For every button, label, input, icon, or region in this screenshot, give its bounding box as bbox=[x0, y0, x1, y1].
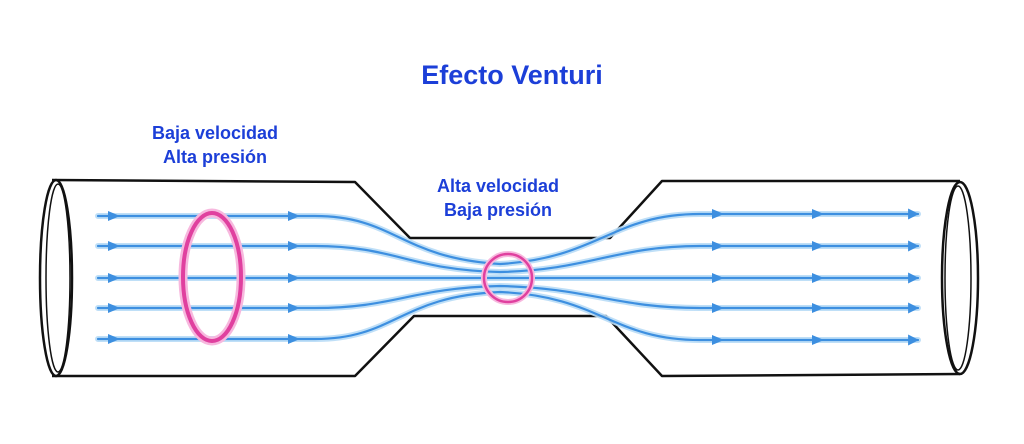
arrow-icon bbox=[108, 303, 120, 313]
pipe-right-opening bbox=[940, 180, 980, 376]
arrow-icon bbox=[288, 303, 300, 313]
arrow-icon bbox=[812, 303, 824, 313]
narrow-section-pressure-label: Baja presión bbox=[443, 200, 553, 220]
arrow-icon bbox=[812, 209, 824, 219]
wide-section-pressure-label: Alta presión bbox=[162, 147, 268, 167]
pipe-left-opening-inner bbox=[45, 183, 71, 373]
wide-section-velocity-label: Baja velocidad bbox=[151, 123, 279, 143]
pipe-left-opening bbox=[38, 178, 74, 378]
arrow-icon bbox=[288, 241, 300, 251]
highlight-markers bbox=[178, 208, 535, 346]
arrow-icon bbox=[712, 335, 724, 345]
pipe-right-opening-inner bbox=[944, 185, 972, 371]
arrow-icon bbox=[712, 273, 724, 283]
arrow-icon bbox=[712, 241, 724, 251]
arrow-icon bbox=[288, 334, 300, 344]
narrow-section-velocity-label: Alta velocidad bbox=[436, 176, 560, 196]
pipe-top-wall bbox=[51, 178, 960, 240]
arrow-icon bbox=[108, 241, 120, 251]
arrow-icon bbox=[108, 273, 120, 283]
streamline-2 bbox=[96, 240, 920, 274]
arrow-icon bbox=[712, 303, 724, 313]
arrow-icon bbox=[108, 334, 120, 344]
flow-streamlines bbox=[95, 208, 921, 346]
pipe-bottom-wall bbox=[52, 314, 961, 378]
wide-section-label: Baja velocidad Alta presión bbox=[115, 121, 315, 169]
arrow-icon bbox=[288, 211, 300, 221]
wide-section-highlight bbox=[181, 211, 243, 343]
streamline-core-layer bbox=[96, 208, 920, 346]
streamline-5 bbox=[96, 290, 920, 346]
streamline-1 bbox=[96, 208, 920, 266]
diagram-title: Efecto Venturi bbox=[312, 60, 712, 91]
arrow-icon bbox=[108, 211, 120, 221]
arrow-icon bbox=[712, 209, 724, 219]
arrow-icon bbox=[288, 273, 300, 283]
venturi-pipe bbox=[38, 178, 980, 378]
flow-direction-arrows bbox=[108, 209, 824, 345]
narrow-section-highlight bbox=[482, 252, 534, 304]
diagram-title-text: Efecto Venturi bbox=[421, 60, 603, 90]
arrow-icon bbox=[812, 241, 824, 251]
arrow-icon bbox=[812, 273, 824, 283]
arrow-icon bbox=[812, 335, 824, 345]
streamline-4 bbox=[96, 284, 920, 314]
narrow-section-label: Alta velocidad Baja presión bbox=[398, 174, 598, 222]
